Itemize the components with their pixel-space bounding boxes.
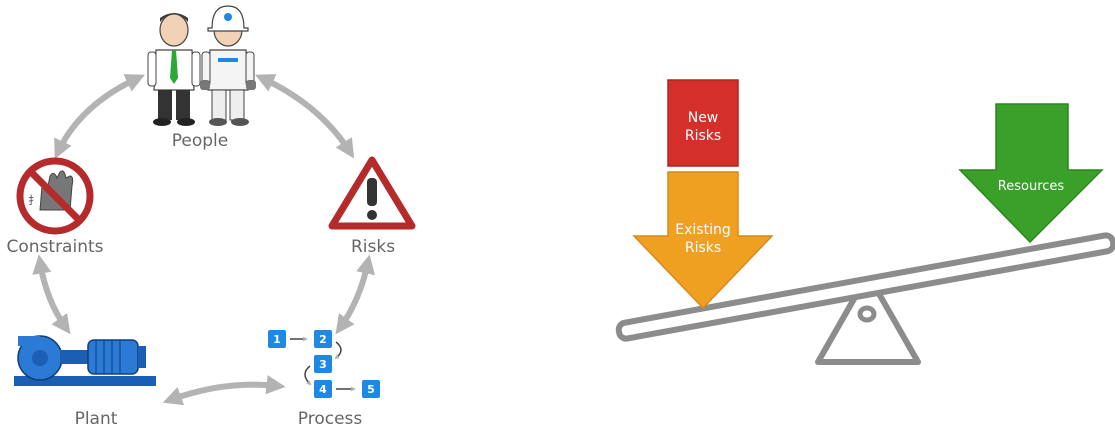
svg-text:扌: 扌 [28,193,39,207]
existing-risks-label-line1: Existing [675,222,730,238]
process-step-4: 4 [314,380,332,398]
risk-resource-balance: New Risks Existing Risks Resources [618,80,1115,362]
existing-risks-arrow: Existing Risks [634,172,772,308]
fulcrum-hole [860,308,874,320]
cycle-arrow-plant-process [170,385,278,400]
new-risks-label-line2: Risks [685,128,721,144]
svg-text:1: 1 [273,333,281,346]
process-step-1: 1 [268,330,286,348]
resources-arrow: Resources [960,104,1102,242]
pump-icon [14,336,156,386]
cycle-arrow-constraints-plant [40,262,66,328]
prohibition-icon: 扌 [20,161,90,231]
resources-label: Resources [998,179,1065,194]
svg-text:2: 2 [319,333,327,346]
constraints-label: Constraints [7,237,104,257]
new-risks-label-line1: New [688,110,719,126]
new-risks-block: New Risks [668,80,738,166]
svg-text:5: 5 [367,383,375,396]
cycle-arrow-people-constraints [58,78,138,152]
svg-text:4: 4 [319,383,327,396]
cycle-arrow-people-risks [262,78,350,152]
process-flow-icon: 1 2 3 4 5 [268,330,380,398]
process-step-5: 5 [362,380,380,398]
people-label: People [172,131,228,151]
plant-label: Plant [75,409,118,429]
svg-text:3: 3 [319,358,327,371]
cycle-arrow-risks-process [340,262,368,328]
process-step-2: 2 [314,330,332,348]
warning-icon [332,160,412,226]
people-icon [148,6,256,126]
process-step-3: 3 [314,355,332,373]
risks-label: Risks [351,237,395,257]
process-label: Process [298,409,363,429]
risk-cycle-diagram: People 扌 Constraints Risks [7,6,413,429]
existing-risks-label-line2: Risks [685,240,721,256]
